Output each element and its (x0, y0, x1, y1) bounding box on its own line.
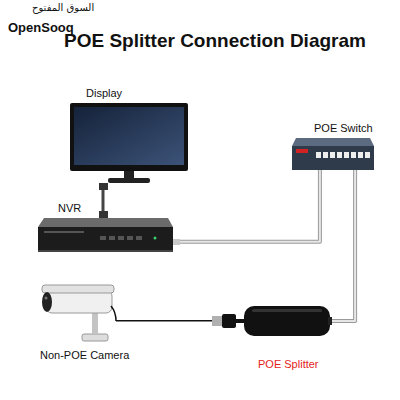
cable-connector (173, 170, 320, 242)
camera-node: Non-POE Camera (38, 285, 116, 340)
nvr-node: NVR (38, 218, 173, 252)
nvr-illustration (38, 218, 180, 252)
splitter-illustration (212, 306, 332, 336)
monitor-illustration (70, 103, 188, 218)
diagram-title: POE Splitter Connection Diagram (64, 30, 366, 52)
node-label: POE Splitter (258, 358, 319, 371)
node-label: Non-POE Camera (40, 349, 129, 362)
splitter-node: POE Splitter (212, 303, 332, 339)
cable-line (332, 170, 355, 321)
switch-node: POE Switch (292, 138, 374, 170)
watermark-arabic: السوق المفتوح (32, 2, 94, 13)
node-label: NVR (58, 202, 81, 215)
camera-illustration (42, 285, 116, 341)
cable-line (173, 170, 320, 242)
watermark: OpenSooq (8, 20, 74, 35)
cable-line (173, 170, 320, 242)
cable-connector (332, 170, 355, 321)
cable-line (116, 320, 212, 322)
display-node: Display (70, 103, 188, 185)
cable-line (332, 170, 355, 321)
cable-connector (116, 320, 212, 321)
node-label: POE Switch (314, 122, 373, 135)
node-label: Display (86, 87, 122, 100)
switch-illustration (292, 138, 374, 170)
